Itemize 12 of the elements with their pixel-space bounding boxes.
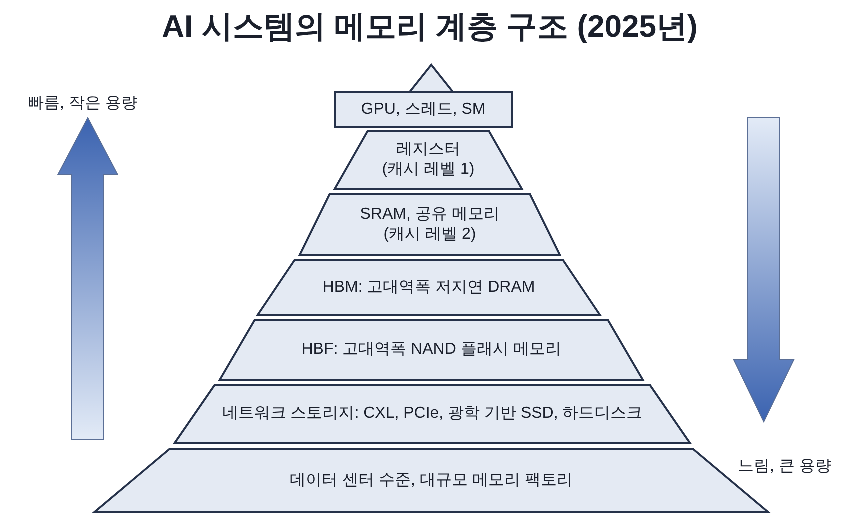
tier-label: (캐시 레벨 2) <box>384 224 476 244</box>
axis-note: 빠름, 작은 용량 <box>28 94 138 114</box>
axis-note: 느림, 큰 용량 <box>738 457 832 477</box>
tier-label: GPU, 스레드, SM <box>361 100 486 120</box>
tier-label: 데이터 센터 수준, 대규모 메모리 팩토리 <box>290 470 573 490</box>
tier-label: 네트워크 스토리지: CXL, PCIe, 광학 기반 SSD, 하드디스크 <box>222 404 643 424</box>
title: AI 시스템의 메모리 계층 구조 (2025년) <box>161 8 699 46</box>
tier-label: HBF: 고대역폭 NAND 플래시 메모리 <box>302 340 562 360</box>
tier-label: SRAM, 공유 메모리 <box>360 204 500 224</box>
tier-label: (캐시 레벨 1) <box>382 160 475 180</box>
tier-label: HBM: 고대역폭 저지연 DRAM <box>322 278 536 298</box>
tier-label: 레지스터 <box>396 140 460 160</box>
